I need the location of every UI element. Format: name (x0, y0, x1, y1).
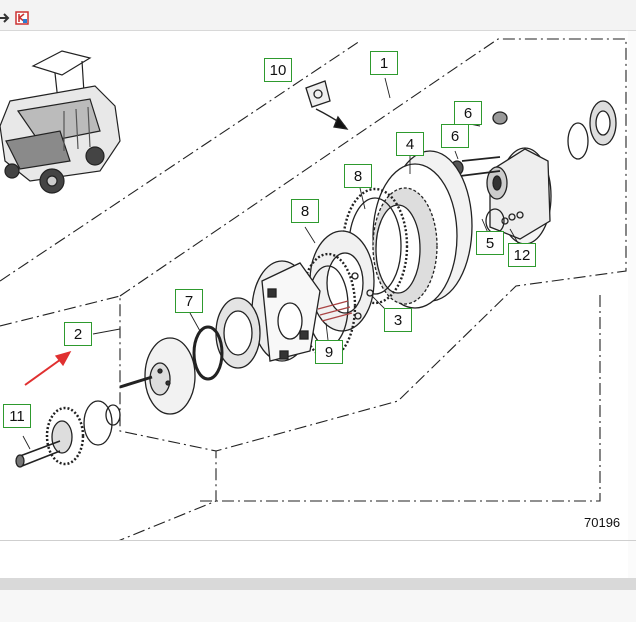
red-pointer-arrow (24, 350, 72, 386)
callout-12[interactable]: 12 (508, 243, 536, 267)
part-10-arrowhead (333, 115, 349, 130)
callout-2[interactable]: 2 (64, 322, 92, 346)
machine-illustration (0, 50, 121, 194)
toolbar (0, 0, 636, 31)
viewer-edge (628, 31, 636, 578)
callout-10[interactable]: 10 (264, 58, 292, 82)
callout-11[interactable]: 11 (3, 404, 31, 428)
callout-4[interactable]: 4 (396, 132, 424, 156)
drawing-number: 70196 (584, 515, 621, 530)
horizontal-scrollbar[interactable] (0, 578, 636, 590)
callout-1[interactable]: 1 (370, 51, 398, 75)
callout-5[interactable]: 5 (476, 231, 504, 255)
part-9-spring (317, 300, 353, 322)
group-outline (0, 38, 627, 541)
callout-7[interactable]: 7 (175, 289, 203, 313)
arrow-icon[interactable] (0, 11, 10, 25)
drum-housing (251, 260, 321, 362)
part-10-clip (305, 80, 331, 108)
parts-drawing (0, 38, 627, 541)
callout-9[interactable]: 9 (315, 340, 343, 364)
callout-6-lower[interactable]: 6 (441, 124, 469, 148)
exploded-parts-diagram: 10 1 6 6 4 8 8 5 12 7 2 3 9 11 (0, 31, 636, 541)
part-4-ring-gear (372, 150, 473, 309)
cover-plate (119, 337, 196, 415)
app-logo-icon[interactable] (15, 11, 29, 25)
divider (0, 540, 636, 541)
callout-8-front[interactable]: 8 (291, 199, 319, 223)
part-11-shaft (15, 406, 85, 468)
callout-6-top[interactable]: 6 (454, 101, 482, 125)
callout-3[interactable]: 3 (384, 308, 412, 332)
bottom-panel (0, 590, 636, 622)
snap-rings (83, 400, 121, 446)
part-7-seal-ring (192, 325, 224, 381)
callout-8-rear[interactable]: 8 (344, 164, 372, 188)
bearing (215, 297, 261, 369)
